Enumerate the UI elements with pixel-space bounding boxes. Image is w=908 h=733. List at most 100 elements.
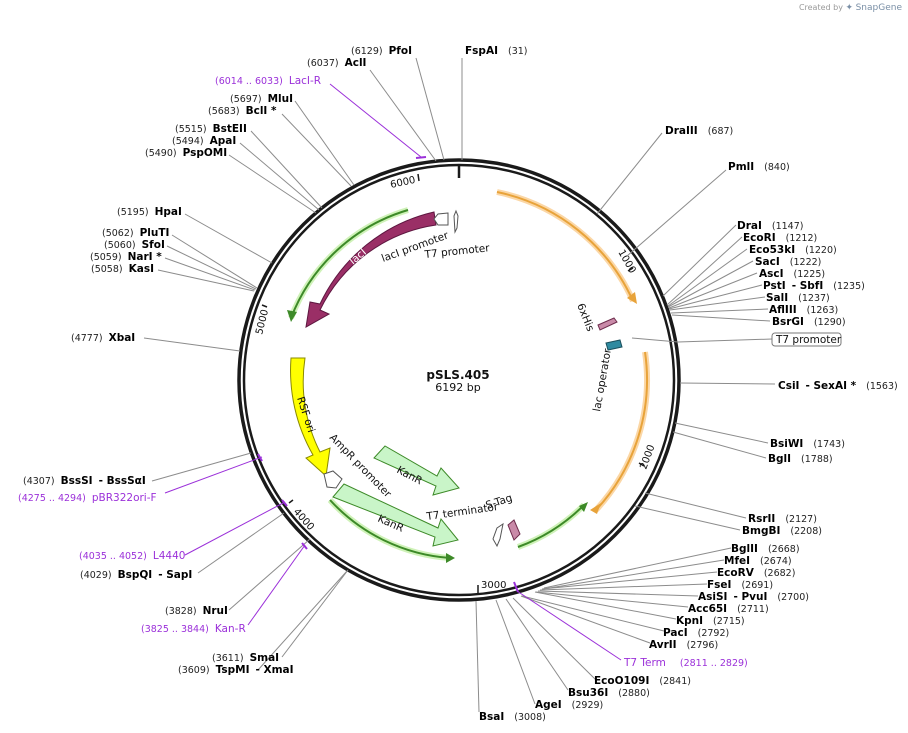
leader-csii (679, 382, 776, 385)
leader-bgli (672, 431, 767, 459)
leader-ecoo109i (512, 597, 597, 681)
enzyme-smai[interactable]: (3611)SmaI (212, 652, 279, 664)
enzyme-bsiwi[interactable]: BsiWI(1743) (770, 438, 845, 450)
primer-marks (164, 83, 622, 661)
enzyme-asisi[interactable]: AsiSI- PvuI(2700) (698, 591, 809, 603)
tick-1000 (627, 267, 634, 272)
orange-band-top (496, 189, 636, 303)
enzyme-apai[interactable]: (5494)ApaI (172, 135, 236, 147)
tick-5000 (261, 304, 268, 308)
enzyme-kasi[interactable]: (5058)KasI (91, 263, 154, 275)
plasmid-name: pSLS.405 (426, 368, 489, 382)
enzyme-paci[interactable]: PacI(2792) (663, 627, 729, 639)
enzyme-fspai[interactable]: FspAI(31) (465, 45, 528, 57)
t7-promoter-outer-label: T7 promoter (775, 334, 842, 346)
enzyme-bcli[interactable]: (5683)BclI * (208, 105, 277, 117)
tick-label-6000: 6000 (389, 175, 416, 191)
green-band-left-arrowhead (287, 310, 297, 322)
enzyme-ecori[interactable]: EcoRI(1212) (743, 232, 817, 244)
t7-promoter-outer-box[interactable] (771, 332, 842, 347)
primer-kan-r[interactable]: (3825 .. 3844)Kan-R (141, 623, 246, 635)
enzyme-bglii[interactable]: BglII(2668) (731, 543, 800, 555)
enzyme-rsrii[interactable]: RsrII(2127) (748, 513, 817, 525)
enzyme-afliii[interactable]: AflIII(1263) (769, 304, 838, 316)
enzyme-nrui[interactable]: (3828)NruI (165, 605, 228, 617)
leader-acli (369, 69, 437, 162)
enzyme-bsteii[interactable]: (5515)BstEII (175, 123, 247, 135)
enzyme-bsssi[interactable]: (4307)BssSI- BssSαI (23, 475, 146, 487)
leader-drai (662, 224, 737, 297)
enzyme-tspmi[interactable]: (3609)TspMI- XmaI (178, 664, 294, 676)
leader-asisi (537, 590, 699, 597)
enzyme-saci[interactable]: SacI(1222) (755, 256, 821, 268)
enzyme-pmli[interactable]: PmlI(840) (728, 161, 790, 173)
enzyme-sali[interactable]: SalI(1237) (766, 292, 830, 304)
enzyme-pfoi[interactable]: (6129)PfoI (351, 45, 412, 57)
enzyme-leader-lines (143, 57, 776, 713)
enzyme-csii[interactable]: CsiI- SexAI *(1563) (778, 380, 898, 392)
enzyme-bmgbi[interactable]: BmgBI(2208) (742, 525, 822, 537)
green-band-bottom-right-arrowhead (579, 502, 588, 512)
t7-terminator-arrow[interactable] (492, 522, 504, 548)
kanr-1-feature[interactable] (373, 445, 460, 496)
enzyme-mlui[interactable]: (5697)MluI (230, 93, 293, 105)
enzyme-xbai[interactable]: (4777)XbaI (71, 332, 135, 344)
leader-bsteii (250, 130, 323, 209)
leader-nrui (228, 538, 311, 611)
enzyme-eco53ki[interactable]: Eco53kI(1220) (749, 244, 837, 256)
enzyme-ecorv[interactable]: EcoRV(2682) (717, 567, 795, 579)
credit-brand: SnapGene (855, 3, 902, 13)
tick-2000 (638, 462, 645, 467)
leader-bsssi (151, 452, 252, 482)
enzyme-fsei[interactable]: FseI(2691) (707, 579, 773, 591)
enzyme-mfei[interactable]: MfeI(2674) (724, 555, 792, 567)
leader-draiii (596, 132, 663, 215)
primer-t7-term[interactable]: T7 Term(2811 .. 2829) (623, 657, 748, 669)
leader-ecorv (541, 571, 718, 590)
enzyme-pluti[interactable]: (5062)PluTI (102, 227, 169, 239)
laci-promoter-arrow[interactable] (433, 212, 449, 226)
green-band-bottom-left-arrowhead (446, 553, 455, 563)
enzyme-drai[interactable]: DraI(1147) (737, 220, 803, 232)
t7-promoter-inner-arrow[interactable] (453, 209, 459, 234)
enzyme-pspomi[interactable]: (5490)PspOMI (145, 147, 227, 159)
leader-agei (495, 599, 536, 705)
enzyme-bsrgi[interactable]: BsrGI(1290) (772, 316, 846, 328)
primer-pbr322ori-f[interactable]: (4275 .. 4294)pBR322ori-F (18, 492, 157, 504)
ampr-promoter-arrow[interactable] (323, 470, 343, 489)
enzyme-bgli[interactable]: BglI(1788) (768, 453, 833, 465)
s-tag-feature[interactable] (507, 519, 521, 541)
enzyme-kpni[interactable]: KpnI(2715) (676, 615, 745, 627)
enzyme-hpai[interactable]: (5195)HpaI (117, 206, 182, 218)
enzyme-nari[interactable]: (5059)NarI * (90, 251, 162, 263)
backbone-outer (237, 158, 681, 602)
primer-l4440[interactable]: (4035 .. 4052)L4440 (79, 550, 185, 562)
enzyme-bspqi[interactable]: (4029)BspQI- SapI (80, 569, 192, 581)
primer-laci-r[interactable]: (6014 .. 6033)LacI-R (215, 75, 321, 87)
enzyme-bsu36i[interactable]: Bsu36I(2880) (568, 687, 650, 699)
leader-pluti (171, 234, 258, 289)
kanr-2-feature[interactable] (332, 483, 459, 547)
6xhis-label: 6xHis (574, 302, 596, 334)
enzyme-sfoi[interactable]: (5060)SfoI (104, 239, 165, 251)
6xhis-feature[interactable] (597, 317, 618, 331)
lac-operator-feature[interactable] (605, 339, 623, 351)
leader-afliii (670, 308, 769, 314)
primer-leader-laci-r (329, 83, 422, 158)
enzyme-agei[interactable]: AgeI(2929) (535, 699, 603, 711)
enzyme-asci[interactable]: AscI(1225) (759, 268, 825, 280)
leader-asci (668, 272, 758, 309)
enzyme-acli[interactable]: (6037)AclI (307, 57, 366, 69)
enzyme-acc65i[interactable]: Acc65I(2711) (688, 603, 769, 615)
rsf-ori-feature[interactable] (290, 357, 331, 477)
primer-mark-pbr322ori-f (257, 453, 263, 462)
enzyme-ecoo109i[interactable]: EcoO109I(2841) (594, 675, 691, 687)
enzyme-bsai[interactable]: BsaI(3008) (479, 711, 546, 723)
leader-sfoi (166, 245, 257, 290)
orange-band-top-line (496, 191, 634, 302)
enzyme-avrii[interactable]: AvrII(2796) (649, 639, 718, 651)
enzyme-psti[interactable]: PstI- SbfI(1235) (763, 280, 865, 292)
enzyme-draiii[interactable]: DraIII(687) (665, 125, 733, 137)
laci-feature[interactable] (305, 211, 437, 328)
